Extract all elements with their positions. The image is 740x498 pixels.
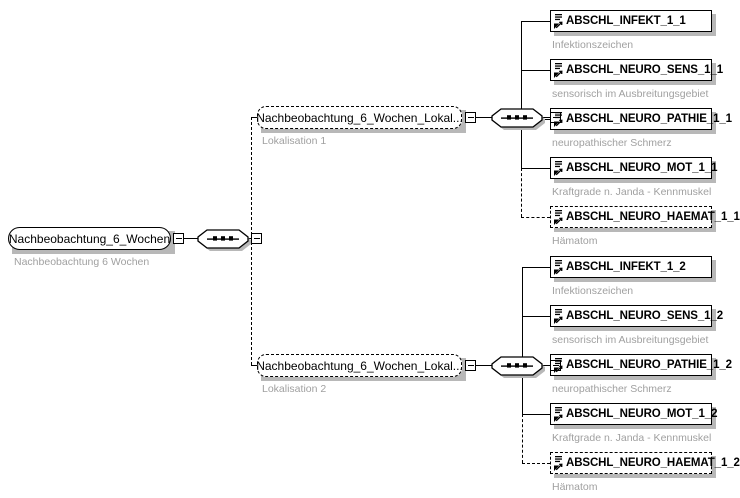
leaf-node-abschl_infekt_1_1[interactable]: ABSCHL_INFEKT_1_1 (550, 10, 712, 32)
element-type-icon (553, 259, 564, 276)
element-name-label: ABSCHL_NEURO_PATHIE_1_2 (566, 359, 732, 371)
connector-line (521, 217, 550, 218)
connector-line (522, 267, 523, 414)
leaf-node-caption: sensorisch im Ausbreitungsgebiet (552, 334, 709, 346)
group-node-caption-1: Lokalisation 1 (262, 135, 327, 147)
collapse-toggle[interactable] (465, 112, 476, 123)
sequence-compositor-icon[interactable] (490, 104, 545, 130)
sequence-compositor-icon[interactable] (490, 352, 545, 378)
element-type-icon (553, 209, 564, 226)
node-name-label: Nachbeobachtung_6_Wochen (8, 231, 171, 246)
root-node-caption: Nachbeobachtung 6 Wochen (14, 256, 150, 268)
element-type-icon (553, 160, 564, 177)
connector-line (476, 117, 492, 118)
leaf-node-caption: Kraftgrade n. Janda - Kennmuskel (552, 432, 712, 444)
collapse-toggle[interactable] (173, 233, 184, 244)
leaf-node-abschl_neuro_sens_1_2[interactable]: ABSCHL_NEURO_SENS_1_2 (550, 305, 723, 327)
element-name-label: ABSCHL_NEURO_HAEMAT_1_1 (566, 211, 740, 223)
leaf-node-caption: neuropathischer Schmerz (552, 383, 672, 395)
leaf-node-abschl_infekt_1_2[interactable]: ABSCHL_INFEKT_1_2 (550, 256, 712, 278)
leaf-node-caption: neuropathischer Schmerz (552, 137, 672, 149)
element-name-label: ABSCHL_NEURO_SENS_1_2 (566, 310, 724, 322)
leaf-node-caption: Kraftgrade n. Janda - Kennmuskel (552, 186, 712, 198)
connector-line (476, 365, 492, 366)
leaf-node-abschl_neuro_sens_1_1[interactable]: ABSCHL_NEURO_SENS_1_1 (550, 59, 723, 81)
node-name-label: Nachbeobachtung_6_Wochen_Lokal... (256, 110, 463, 125)
connector-line (521, 168, 550, 169)
element-name-label: ABSCHL_NEURO_PATHIE_1_1 (566, 113, 732, 125)
root-node[interactable]: Nachbeobachtung_6_Wochen (8, 227, 171, 250)
element-name-label: ABSCHL_NEURO_SENS_1_1 (566, 64, 724, 76)
element-type-icon (553, 357, 564, 374)
sequence-compositor-icon[interactable] (196, 225, 251, 251)
connector-line (251, 365, 257, 366)
leaf-node-abschl_neuro_pathie_1_2[interactable]: ABSCHL_NEURO_PATHIE_1_2 (550, 354, 732, 376)
collapse-toggle[interactable] (251, 233, 262, 244)
connector-line (521, 70, 550, 71)
connector-line (522, 414, 523, 463)
connector-line (522, 463, 550, 464)
element-name-label: ABSCHL_INFEKT_1_2 (566, 261, 686, 273)
leaf-node-caption: Infektionszeichen (552, 285, 634, 297)
leaf-node-abschl_neuro_haemat_1_1[interactable]: ABSCHL_NEURO_HAEMAT_1_1 (550, 206, 740, 228)
element-name-label: ABSCHL_NEURO_MOT_1_1 (566, 162, 718, 174)
leaf-node-abschl_neuro_haemat_1_2[interactable]: ABSCHL_NEURO_HAEMAT_1_2 (550, 452, 740, 474)
group-node-caption-2: Lokalisation 2 (262, 383, 327, 395)
element-type-icon (553, 455, 564, 472)
element-type-icon (553, 13, 564, 30)
element-type-icon (553, 62, 564, 79)
collapse-toggle[interactable] (465, 360, 476, 371)
element-type-icon (553, 406, 564, 423)
connector-line (522, 414, 550, 415)
element-name-label: ABSCHL_NEURO_HAEMAT_1_2 (566, 457, 740, 469)
leaf-node-abschl_neuro_mot_1_2[interactable]: ABSCHL_NEURO_MOT_1_2 (550, 403, 717, 425)
element-name-label: ABSCHL_INFEKT_1_1 (566, 15, 686, 27)
leaf-node-caption: Hämatom (552, 235, 598, 247)
element-type-icon (553, 308, 564, 325)
node-name-label: Nachbeobachtung_6_Wochen_Lokal... (256, 358, 463, 373)
connector-line (521, 168, 522, 217)
connector-line (522, 316, 550, 317)
leaf-node-abschl_neuro_mot_1_1[interactable]: ABSCHL_NEURO_MOT_1_1 (550, 157, 717, 179)
connector-line (251, 117, 257, 118)
group-node-1[interactable]: Nachbeobachtung_6_Wochen_Lokal... (256, 106, 463, 129)
connector-line (521, 21, 522, 168)
leaf-node-caption: Infektionszeichen (552, 39, 634, 51)
leaf-node-caption: sensorisch im Ausbreitungsgebiet (552, 88, 709, 100)
connector-line (184, 238, 207, 239)
connector-line (521, 21, 550, 22)
connector-line (522, 267, 550, 268)
group-node-2[interactable]: Nachbeobachtung_6_Wochen_Lokal... (256, 354, 463, 377)
leaf-node-caption: Hämatom (552, 481, 598, 493)
leaf-node-abschl_neuro_pathie_1_1[interactable]: ABSCHL_NEURO_PATHIE_1_1 (550, 108, 732, 130)
element-name-label: ABSCHL_NEURO_MOT_1_2 (566, 408, 718, 420)
element-type-icon (553, 111, 564, 128)
